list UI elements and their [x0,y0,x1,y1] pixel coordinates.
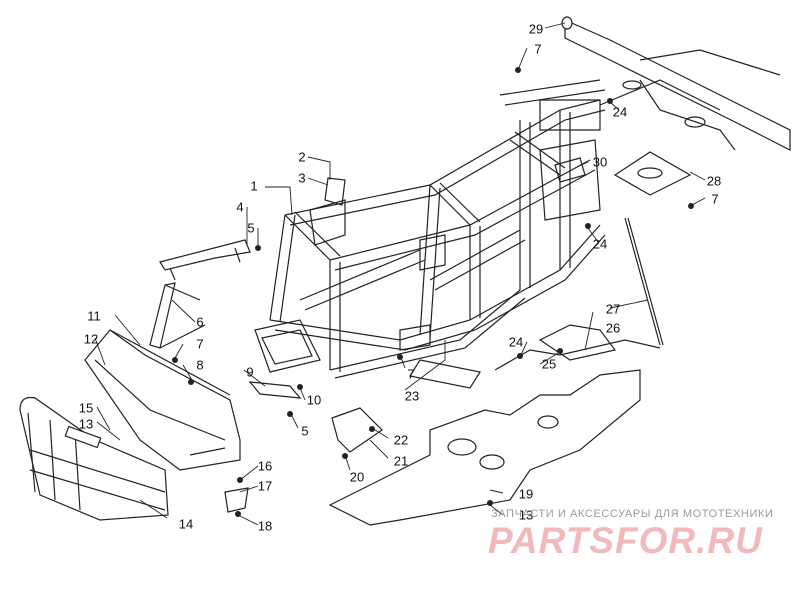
cap-part-29 [561,16,573,30]
main-frame [254,79,606,379]
rear-plate-part-26 [538,324,617,361]
callout-26: 26 [605,320,621,336]
callout-1: 1 [250,178,258,194]
callout-27: 27 [605,301,621,317]
callout-7: 7 [407,366,415,382]
callout-18: 18 [257,518,273,534]
callout-23: 23 [404,388,420,404]
callout-7: 7 [196,336,204,352]
callout-10: 10 [306,392,322,408]
callout-24: 24 [612,104,628,120]
callout-24: 24 [508,334,524,350]
callout-12: 12 [83,331,99,347]
front-support-part-6 [149,282,206,349]
brace-part-9 [248,381,302,399]
callout-8: 8 [196,357,204,373]
plate-part-23 [409,359,481,389]
callout-4: 4 [236,199,244,215]
callout-6: 6 [196,314,204,330]
mount-part-17 [224,487,249,513]
callout-11: 11 [87,308,101,324]
callout-29: 29 [528,21,544,37]
front-side-bracket-part-4 [159,239,251,281]
bracket-part-3 [324,177,346,206]
callout-13: 13 [78,416,94,432]
watermark-logo: PARTSFOR.RU [488,520,763,561]
callout-9: 9 [246,364,254,380]
watermark-subtitle: ЗАПЧАСТИ И АКСЕССУАРЫ ДЛЯ МОТОТЕХНИКИ [491,508,774,520]
callout-3: 3 [298,170,306,186]
leader-lines [94,22,706,526]
rod-part-27 [624,217,664,346]
callout-14: 14 [178,516,194,532]
rear-rack-part-28 [564,19,791,196]
callout-28: 28 [706,173,722,189]
callout-17: 17 [257,478,273,494]
callout-19: 19 [518,486,534,502]
callout-22: 22 [393,432,409,448]
hardware-fasteners [172,67,694,517]
bracket-part-30 [554,157,586,183]
bracket-part-21 [331,407,383,453]
front-bumper-part-12 [84,329,241,471]
callout-21: 21 [393,453,409,469]
callout-16: 16 [257,458,273,474]
callout-24: 24 [592,236,608,252]
callout-5: 5 [301,423,309,439]
callout-20: 20 [349,469,365,485]
callout-7: 7 [534,41,542,57]
callout-25: 25 [541,356,557,372]
callout-2: 2 [298,149,306,165]
callout-15: 15 [78,400,94,416]
callout-30: 30 [592,154,608,170]
callout-13: 13 [518,507,534,523]
callout-7: 7 [711,191,719,207]
callout-5: 5 [247,220,255,236]
skid-plate-part-19 [328,369,641,526]
front-guard-part-15 [19,396,169,521]
